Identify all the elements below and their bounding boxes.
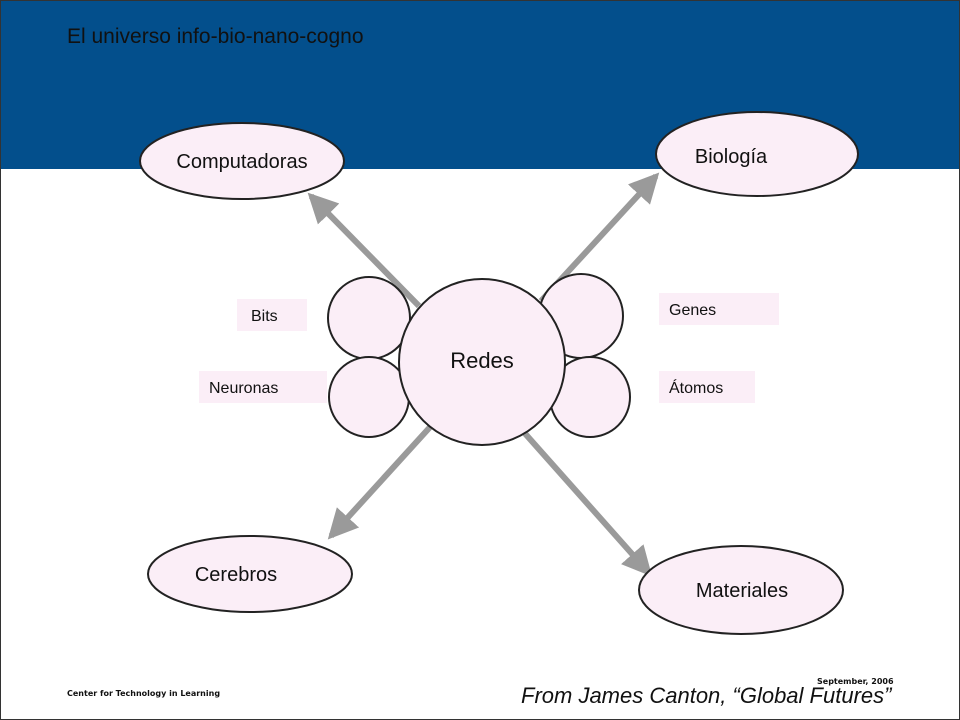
node-computadoras: [139, 122, 345, 200]
label-redes: Redes: [450, 348, 514, 373]
label-box-neuronas: [199, 371, 327, 403]
label-box-bits: [237, 299, 307, 331]
label-cerebros: Cerebros: [195, 564, 277, 586]
footer-date: September, 2006: [817, 677, 894, 686]
label-box-atomos: [659, 371, 755, 403]
label-box-genes: [659, 293, 779, 325]
arrow-to-materiales: [518, 427, 653, 577]
source-credit: From James Canton, “Global Futures”: [521, 683, 892, 708]
label-neuronas: Neuronas: [209, 380, 278, 397]
label-biologia: Biología: [695, 146, 768, 168]
arrow-to-cerebros: [327, 423, 434, 540]
label-bits: Bits: [251, 308, 278, 325]
label-materiales: Materiales: [696, 580, 788, 602]
node-materiales: [638, 545, 844, 635]
label-atomos: Átomos: [669, 378, 723, 397]
page-title: El universo info-bio-nano-cogno: [67, 25, 364, 48]
footer-organization: Center for Technology in Learning: [67, 689, 221, 698]
node-biologia: [655, 111, 859, 197]
node-cerebros: [147, 535, 353, 613]
node-redes: [398, 278, 566, 446]
circle-neuronas: [328, 356, 410, 438]
arrow-to-computadoras: [307, 192, 422, 309]
circle-bits: [327, 276, 411, 360]
label-computadoras: Computadoras: [176, 151, 307, 173]
label-genes: Genes: [669, 302, 716, 319]
